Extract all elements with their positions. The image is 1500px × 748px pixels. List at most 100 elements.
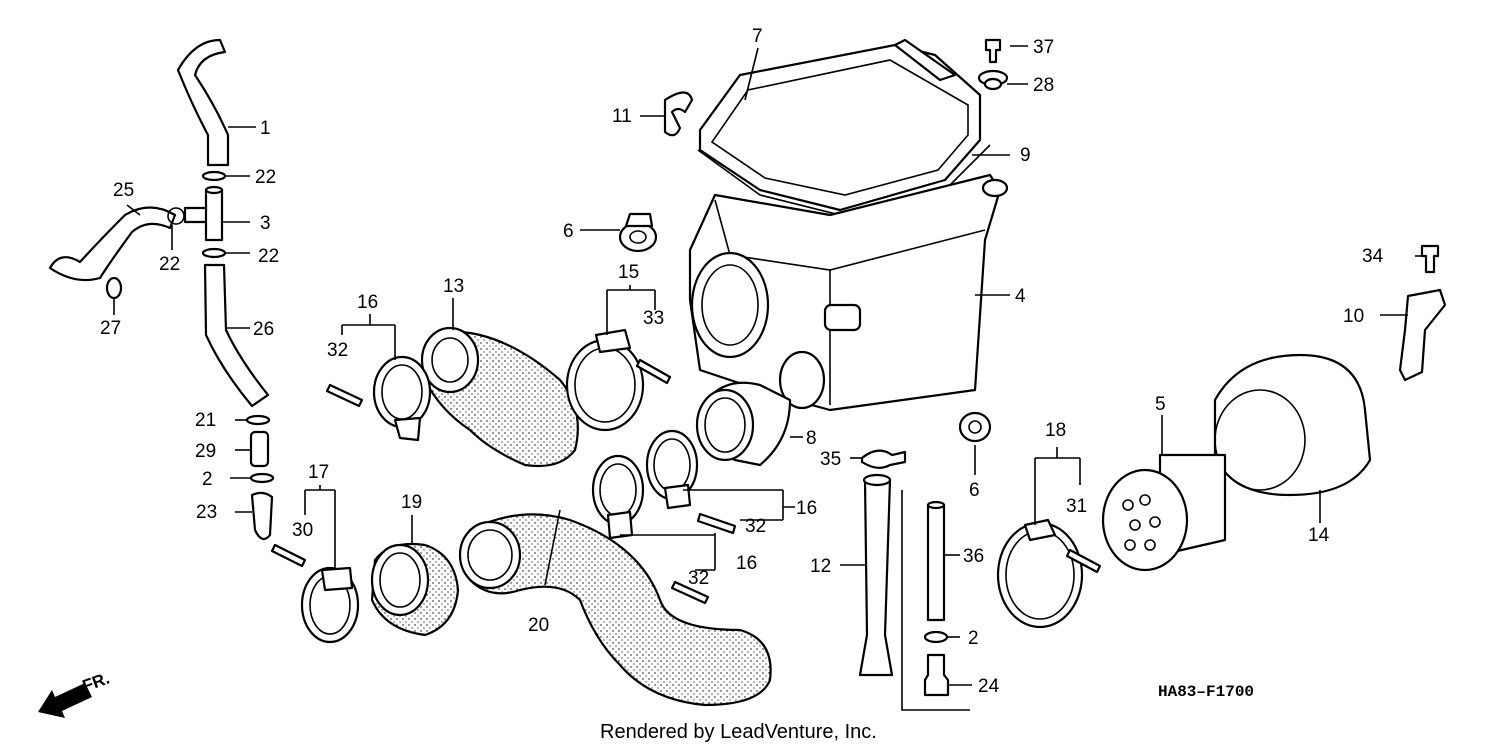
bolt-37 [984, 38, 1002, 64]
callout-31: 31 [1066, 496, 1087, 517]
callout-10: 10 [1343, 306, 1364, 327]
callout-2a: 2 [202, 469, 213, 490]
callout-37: 37 [1033, 37, 1054, 58]
breather-hose-side [48, 206, 177, 282]
air-cleaner-case [688, 173, 1002, 412]
callout-15: 15 [618, 262, 639, 283]
callout-1: 1 [260, 118, 271, 139]
band-16-middle [645, 429, 737, 535]
hose-clip-small [105, 276, 123, 300]
callout-numbers: 1 22 2 5 3 22 22 27 26 21 29 2 23 17 30 1… [100, 26, 1384, 697]
drawing-code: HA83–F1700 [1158, 683, 1254, 701]
band-16-upper [325, 355, 432, 442]
tee-top-end [204, 185, 224, 195]
screw-30 [270, 543, 307, 568]
breather-hose-upper [176, 38, 230, 167]
clip-2-lower [923, 630, 949, 644]
air-filter-element [1101, 353, 1372, 572]
callout-6a: 6 [563, 221, 574, 242]
joint-tube-8 [695, 381, 792, 467]
callout-20: 20 [528, 615, 549, 636]
callout-17: 17 [308, 462, 329, 483]
band-17 [270, 543, 360, 644]
render-credit: Rendered by LeadVenture, Inc. [600, 721, 877, 743]
screw-33 [635, 358, 672, 385]
screw-32-middle [696, 512, 737, 535]
callout-22b: 22 [159, 254, 180, 275]
callout-33: 33 [643, 308, 664, 329]
callout-3: 3 [260, 213, 271, 234]
element-end-cap [1101, 468, 1189, 572]
air-cleaner-cover [698, 43, 982, 212]
callout-6b: 6 [969, 480, 980, 501]
callout-12: 12 [810, 556, 831, 577]
callout-18: 18 [1045, 420, 1066, 441]
callout-14: 14 [1308, 525, 1330, 546]
callout-27: 27 [100, 318, 121, 339]
callout-32a: 32 [327, 340, 348, 361]
bracket-10 [1398, 288, 1447, 382]
callout-28: 28 [1033, 75, 1054, 96]
breather-hose-lower [203, 263, 270, 408]
callout-2b: 2 [968, 628, 979, 649]
bolt-34 [1420, 244, 1440, 274]
screw-32-lower [670, 580, 710, 605]
callout-4: 4 [1015, 286, 1026, 307]
grommet-6-upper [618, 212, 658, 253]
screw-32-upper [325, 383, 364, 408]
front-arrow-icon [38, 683, 92, 718]
case-outlet-main [690, 251, 770, 359]
callout-11: 11 [612, 106, 632, 127]
intake-duct-20 [468, 513, 772, 707]
hose-clip-lower [245, 414, 271, 426]
callout-16c: 16 [736, 553, 757, 574]
callout-23: 23 [196, 502, 217, 523]
grommet-6-lower [958, 411, 992, 443]
callout-32b: 32 [745, 516, 766, 537]
callout-24: 24 [978, 676, 1000, 697]
drain-tubes [858, 449, 970, 711]
clamp-35 [860, 449, 907, 469]
callout-34: 34 [1362, 246, 1384, 267]
hose-clip-upper [201, 170, 227, 182]
case-outlet-small [778, 350, 826, 410]
callout-26: 26 [253, 319, 274, 340]
callout-7: 7 [752, 26, 763, 47]
front-label: FR. [80, 669, 112, 696]
case-latch [823, 303, 862, 332]
callout-19: 19 [401, 492, 422, 513]
clip-small-2 [249, 472, 275, 484]
hose-clip-middle [201, 247, 227, 259]
case-bolt-grommet [977, 38, 1009, 91]
callout-5: 5 [1155, 394, 1166, 415]
callout-29: 29 [195, 441, 216, 462]
tube-12 [858, 478, 894, 677]
callout-32c: 32 [688, 568, 709, 589]
band-16-lower [591, 454, 710, 605]
callout-22c: 22 [258, 246, 279, 267]
callout-30: 30 [292, 520, 313, 541]
callout-9: 9 [1020, 145, 1031, 166]
callout-35: 35 [820, 449, 841, 470]
band-15 [565, 328, 672, 432]
clip-11 [663, 91, 694, 137]
callout-8: 8 [806, 428, 817, 449]
drain-plug-24 [923, 653, 950, 697]
breather-hose-assembly [48, 38, 275, 541]
drain-cap [250, 491, 274, 541]
callout-22a: 22 [255, 167, 276, 188]
callout-16b: 16 [796, 498, 817, 519]
leader-lines [113, 45, 1422, 686]
callout-21: 21 [195, 410, 216, 431]
callout-36: 36 [963, 546, 984, 567]
cover-tab [893, 38, 957, 82]
tube-36 [926, 503, 946, 622]
breather-tee-joint [183, 188, 224, 242]
case-mount-tab [981, 178, 1009, 198]
callout-13: 13 [443, 276, 464, 297]
screw-31 [1065, 548, 1102, 574]
drain-plug-joint [249, 430, 270, 468]
air-cleaner-case-assembly [688, 38, 1009, 412]
front-direction-indicator: FR. [38, 669, 112, 718]
